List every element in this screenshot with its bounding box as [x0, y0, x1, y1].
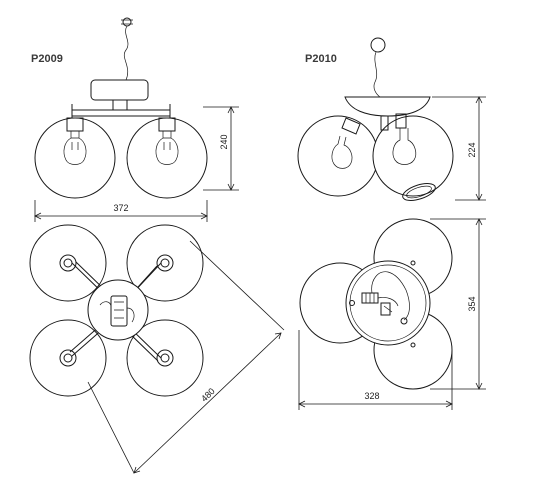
p2009-diagonal-value: 480: [199, 386, 217, 404]
p2010-width-dimension: [298, 330, 453, 410]
p2009-top-view: [29, 224, 204, 397]
p2009-width-dimension: [34, 200, 208, 222]
model-label-p2010: P2010: [305, 53, 337, 65]
model-label-p2009: P2009: [31, 53, 63, 65]
p2009-height-value: 240: [219, 134, 229, 149]
p2009-height-dimension: [203, 106, 239, 191]
p2009-front-view: [34, 17, 208, 199]
p2010-depth-value: 354: [467, 296, 477, 311]
p2010-height-dimension: [432, 96, 486, 201]
p2010-front-view: [297, 37, 454, 201]
p2010-width-value: 328: [364, 391, 379, 401]
p2009-diagonal-dimension: [87, 240, 285, 474]
p2010-top-view: [299, 218, 453, 390]
p2009-width-value: 372: [113, 203, 128, 213]
p2010-depth-dimension: [430, 218, 486, 390]
p2010-height-value: 224: [467, 142, 477, 157]
